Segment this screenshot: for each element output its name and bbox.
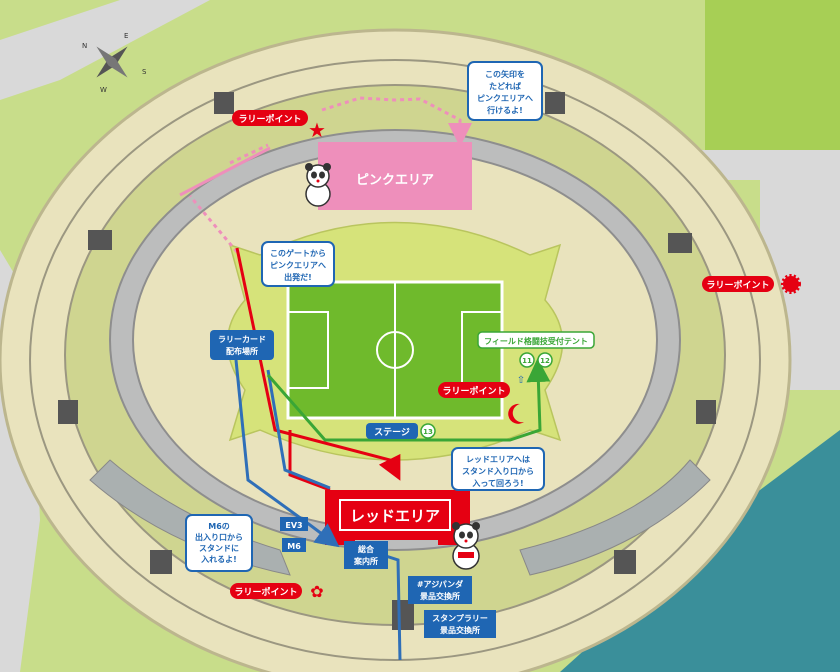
red-area-frame	[339, 499, 451, 531]
blue-route	[234, 359, 340, 548]
ring-track	[29, 59, 761, 661]
callout-m6: M6の 出入り口から スタンドに 入れるよ!	[185, 514, 253, 572]
info-line1: 総合	[358, 544, 375, 554]
stage-label: ステージ 13	[366, 423, 436, 439]
m6-label: M6	[282, 538, 306, 552]
m6-text: M6	[287, 542, 301, 551]
rally-point-right: ラリーポイント	[702, 274, 801, 294]
ev3-label: EV3	[280, 517, 308, 531]
red-route-2	[288, 430, 331, 492]
callout-gate: このゲートから ピンクエリアへ 出発だ!	[261, 241, 335, 287]
rally-card-line1: ラリーカード	[218, 335, 266, 344]
red-area	[325, 490, 470, 545]
road-top-left	[0, 0, 210, 100]
stamp-rally-line1: スタンプラリー	[432, 613, 488, 623]
red-area-label: レッドエリア	[350, 507, 440, 525]
callout-m6-line1: M6の	[208, 522, 230, 531]
rally-card-location: ラリーカード 配布場所	[210, 330, 274, 360]
callout-gate-line3: 出発だ!	[284, 272, 312, 282]
number-12: 12	[540, 357, 550, 365]
rally-point-bottom: ラリーポイント ✿	[230, 582, 324, 601]
stamp-rally-line2: 景品交換所	[440, 625, 480, 635]
stamp-rally-prize: スタンプラリー 景品交換所	[424, 610, 496, 638]
callout-red-entry-line2: スタンド入り口から	[462, 466, 534, 476]
callout-red-entry: レッドエリアへは スタンド入り口から 入って回ろう!	[451, 447, 545, 491]
ev3-text: EV3	[285, 521, 302, 530]
info-line2: 案内所	[353, 556, 378, 566]
compass-east: E	[124, 32, 128, 40]
callout-gate-line1: このゲートから	[270, 248, 326, 258]
building-top-right	[705, 0, 840, 150]
callout-pink-arrow: この矢印を たどれば ピンクエリアへ 行けるよ!	[467, 61, 543, 121]
up-arrow-icon: ⇧	[517, 375, 525, 386]
pink-area-label: ピンクエリア	[356, 173, 434, 188]
rally-point-bottom-label: ラリーポイント	[234, 586, 297, 598]
rally-point-right-label: ラリーポイント	[706, 279, 769, 291]
callout-m6-line4: 入れるよ!	[200, 555, 237, 564]
callout-pink-arrow-line4: 行けるよ!	[486, 105, 523, 115]
rally-point-field-label: ラリーポイント	[442, 385, 505, 397]
flower-icon: ✿	[310, 582, 323, 601]
callout-red-entry-line3: 入って回ろう!	[471, 479, 523, 488]
ajipanda-line1: #アジパンダ	[417, 579, 463, 589]
rally-point-top-label: ラリーポイント	[238, 113, 301, 125]
road-right	[690, 150, 840, 180]
callout-pink-arrow-line1: この矢印を	[485, 69, 525, 79]
number-11: 11	[522, 357, 532, 365]
rally-point-top: ラリーポイント ★	[232, 110, 326, 142]
callout-red-entry-line1: レッドエリアへは	[466, 455, 530, 464]
rally-card-line2: 配布場所	[226, 346, 258, 356]
compass-west: W	[100, 86, 107, 94]
pink-area	[318, 142, 472, 210]
sun-icon	[781, 274, 801, 294]
callout-m6-line2: 出入り口から	[195, 532, 243, 542]
panda-mascot-pink	[305, 163, 331, 207]
pink-route-upper	[179, 146, 271, 197]
panda-mascot-red	[452, 522, 480, 570]
stage-text: ステージ	[374, 427, 410, 438]
compass-south: S	[142, 68, 147, 76]
callout-pink-arrow-line3: ピンクエリアへ	[477, 93, 533, 103]
pink-route	[188, 96, 460, 253]
star-icon: ★	[308, 118, 326, 142]
green-route	[266, 358, 551, 442]
ajipanda-prize: #アジパンダ 景品交換所	[408, 576, 472, 604]
stairs	[58, 92, 716, 630]
number-13: 13	[423, 428, 433, 436]
rally-point-field: ラリーポイント	[438, 382, 524, 424]
moon-icon	[508, 403, 524, 424]
ajipanda-line2: 景品交換所	[420, 591, 460, 601]
field-tent-label: フィールド格闘技受付テント	[484, 336, 588, 346]
info-desk: 総合 案内所	[344, 541, 388, 569]
compass-north: N	[82, 42, 87, 50]
callout-pink-arrow-line2: たどれば	[489, 81, 521, 91]
field-tent: フィールド格闘技受付テント 11 12 ⇧	[477, 331, 595, 386]
compass-rose: N E S W	[82, 32, 147, 94]
callout-m6-line3: スタンドに	[199, 543, 239, 553]
callout-gate-line2: ピンクエリアへ	[270, 260, 326, 270]
